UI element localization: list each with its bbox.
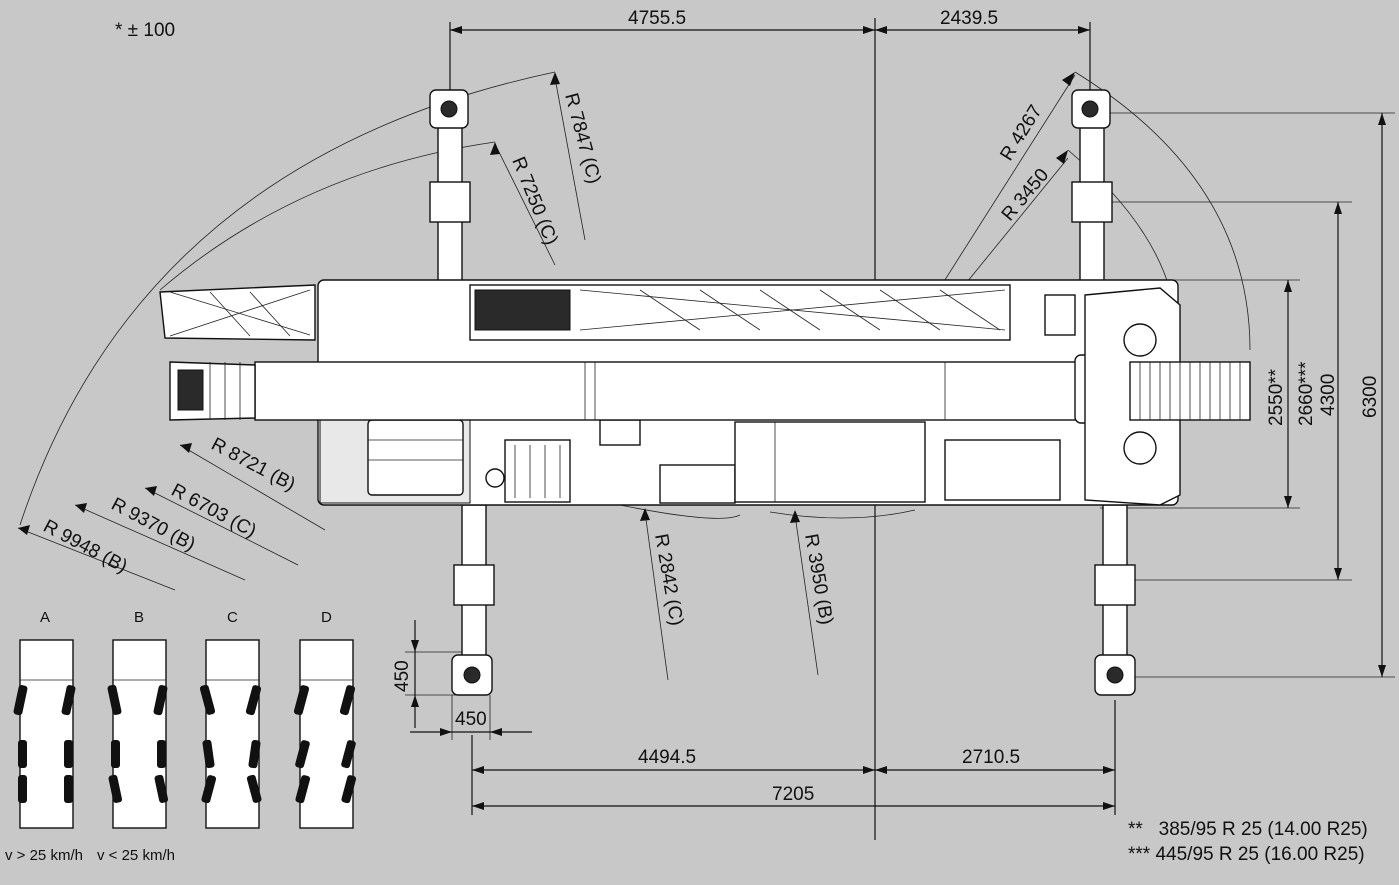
outrigger-front-top — [429, 89, 471, 284]
dim-bottom-left: 4494.5 — [638, 747, 696, 768]
main-boom — [169, 354, 1111, 424]
dim-body-width: 4300 — [1318, 374, 1339, 416]
outrigger-rear-top — [1071, 89, 1113, 284]
tolerance-note: * ± 100 — [115, 20, 175, 41]
radius-4267: R 4267 — [996, 102, 1046, 165]
steering-mode-b — [107, 639, 169, 829]
tyre-option-1: ** 385/95 R 25 (14.00 R25) — [1128, 819, 1368, 840]
dim-total-length: 7205 — [772, 784, 814, 805]
radius-7250: R 7250 (C) — [507, 154, 561, 248]
radius-3450: R 3450 — [998, 165, 1053, 225]
dim-track-a: 2550** — [1266, 368, 1287, 426]
dim-top-right: 2439.5 — [940, 8, 998, 29]
radius-8721: R 8721 (B) — [208, 434, 299, 496]
tyre-option-2: *** 445/95 R 25 (16.00 R25) — [1128, 844, 1365, 865]
steering-mode-c — [199, 639, 262, 829]
dim-outrigger-span: 6300 — [1360, 376, 1381, 418]
steering-mode-d-label: D — [321, 609, 332, 626]
speed-fast-label: v > 25 km/h — [5, 847, 83, 864]
bottom-dimension-lines — [471, 700, 1116, 815]
steering-mode-c-label: C — [227, 609, 238, 626]
outrigger-front-bottom — [451, 504, 495, 696]
steering-mode-a-label: A — [40, 609, 50, 626]
radius-2842: R 2842 (C) — [650, 532, 687, 627]
dim-pad-height: 450 — [392, 660, 413, 692]
dim-bottom-right: 2710.5 — [962, 747, 1020, 768]
steering-mode-a — [13, 639, 76, 829]
outrigger-rear-bottom — [1094, 504, 1136, 696]
steering-mode-b-label: B — [134, 609, 144, 626]
radius-7847: R 7847 (C) — [560, 91, 604, 186]
dim-track-b: 2660*** — [1296, 361, 1317, 426]
radius-3950: R 3950 (B) — [800, 532, 837, 626]
dim-pad-width: 450 — [455, 709, 487, 730]
dim-top-left: 4755.5 — [628, 8, 686, 29]
superstructure — [159, 284, 1011, 341]
rear-counterweight-winch — [1084, 287, 1251, 506]
steering-modes — [13, 639, 357, 829]
speed-slow-label: v < 25 km/h — [97, 847, 175, 864]
radius-9948: R 9948 (B) — [40, 516, 131, 578]
steering-mode-d — [293, 639, 357, 829]
